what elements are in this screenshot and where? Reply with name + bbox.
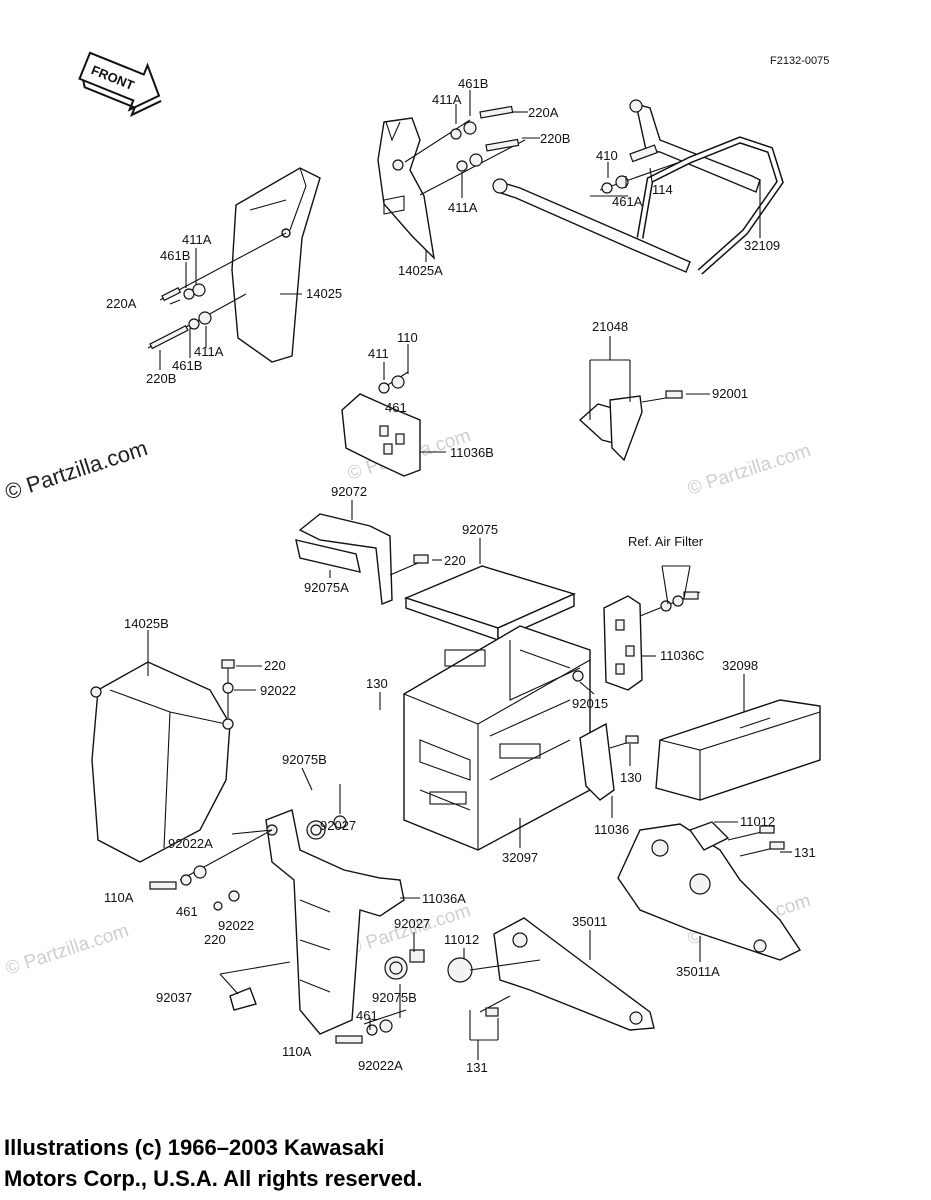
callout: 110A (104, 890, 134, 905)
part-35011A-bracket (617, 821, 802, 961)
callout: 461 (385, 400, 407, 415)
callout: 11036C (660, 648, 705, 663)
callout: 220A (106, 296, 137, 311)
callout: Ref. Air Filter (628, 534, 704, 549)
callout: 92075A (304, 580, 349, 595)
callout: 92022A (358, 1058, 403, 1073)
part-32098-tray (655, 699, 821, 801)
callout: 92075B (282, 752, 327, 767)
part-11036-bracket (572, 670, 639, 801)
callout: 92075B (372, 990, 417, 1005)
callout: 21048 (592, 319, 628, 334)
front-arrow-icon: FRONT (78, 51, 162, 117)
callout: 35011A (676, 964, 720, 979)
callout: 92027 (320, 818, 356, 833)
part-92075-pad (403, 565, 576, 642)
callout: 461B (160, 248, 190, 263)
callout: 461A (612, 194, 643, 209)
callout: 461B (458, 76, 488, 91)
callout-labels: 461B 411A 220A 220B 411A 410 461A 114 32… (104, 76, 816, 1075)
figure-code: F2132-0075 (770, 55, 829, 67)
part-11036B-plate (341, 371, 421, 477)
callout: 92022 (260, 683, 296, 698)
callout: 32109 (744, 238, 780, 253)
part-21048-bracket (578, 359, 683, 462)
callout: 130 (620, 770, 642, 785)
callout: 92015 (572, 696, 608, 711)
copyright-line-2: Motors Corp., U.S.A. All rights reserved… (4, 1166, 423, 1191)
callout: 11036B (450, 445, 494, 460)
callout: 92022A (168, 836, 213, 851)
callout: 11012 (740, 814, 775, 829)
callout: 131 (466, 1060, 488, 1075)
callout: 461 (356, 1008, 378, 1023)
part-11036C-plate (603, 565, 701, 691)
part-35011-arm (447, 917, 655, 1041)
callout: 114 (652, 182, 673, 197)
watermark: © Partzilla.com (685, 440, 813, 500)
callout: 461 (176, 904, 198, 919)
callout: 130 (366, 676, 388, 691)
callout: 220A (528, 105, 559, 120)
callout: 92027 (394, 916, 430, 931)
copyright-line-1: Illustrations (c) 1966–2003 Kawasaki (4, 1135, 385, 1160)
callout: 131 (794, 845, 816, 860)
callout: 411A (194, 344, 224, 359)
part-14025A-bracket (377, 117, 436, 261)
callout: 32097 (502, 850, 538, 865)
callout: 461B (172, 358, 202, 373)
callout: 92072 (331, 484, 367, 499)
part-11036A-bracket (149, 809, 425, 1044)
part-14025-cover (231, 167, 321, 363)
callout: 220 (444, 553, 466, 568)
fasteners-32109 (590, 144, 681, 197)
callout: 411A (182, 232, 212, 247)
callout: 220B (146, 371, 176, 386)
copyright-notice: Illustrations (c) 1966–2003 Kawasaki Mot… (4, 1132, 704, 1194)
callout: 11036 (594, 822, 629, 837)
callout: 92001 (712, 386, 748, 401)
callout: 14025 (306, 286, 342, 301)
callout: 110A (282, 1044, 312, 1059)
watermark-left: © Partzilla.com (2, 435, 151, 505)
part-14025B-cover (90, 659, 235, 863)
callout: 14025B (124, 616, 169, 631)
callout: 410 (596, 148, 618, 163)
part-92072-bracket (295, 513, 429, 605)
leader-lines (147, 90, 792, 1060)
fasteners-14025A (404, 105, 526, 196)
callout: 92022 (218, 918, 254, 933)
callout: 411 (368, 346, 389, 361)
callout: 220 (204, 932, 226, 947)
watermark: © Partzilla.com (3, 920, 131, 980)
fasteners-14025 (147, 232, 287, 350)
part-32109-handlebar (492, 99, 784, 275)
callout: 110 (397, 330, 418, 345)
callout: 11036A (422, 891, 466, 906)
callout: 411A (448, 200, 478, 215)
part-32097-case (403, 625, 591, 851)
callout: 411A (432, 92, 462, 107)
callout: 220 (264, 658, 286, 673)
callout: 92075 (462, 522, 498, 537)
callout: 32098 (722, 658, 758, 673)
callout: 14025A (398, 263, 443, 278)
callout: 92037 (156, 990, 192, 1005)
callout: 35011 (572, 914, 607, 929)
callout: 220B (540, 131, 570, 146)
callout: 11012 (444, 932, 479, 947)
